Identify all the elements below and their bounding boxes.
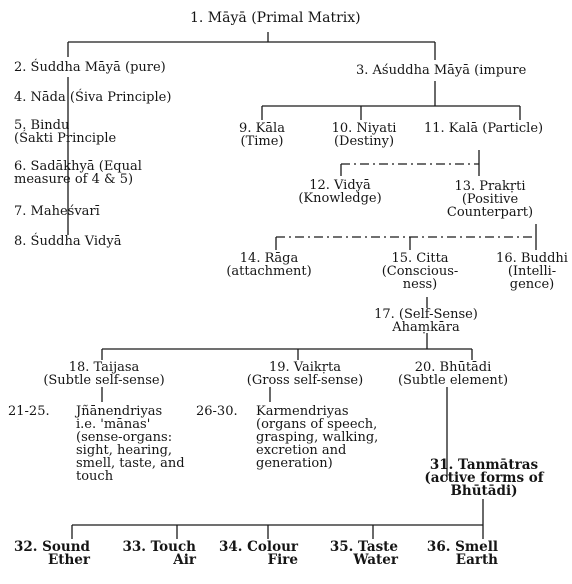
node-raga: 14. Rāga(attachment) [226, 251, 312, 279]
node-asuddha-maya: 3. Aśuddha Māyā (impure [356, 63, 527, 78]
node-mahesvari: 7. Maheśvarī [14, 204, 100, 219]
node-maya: 1. Māyā (Primal Matrix) [190, 10, 361, 26]
node-suddha-vidya: 8. Śuddha Vidyā [14, 234, 122, 249]
node-ahamkara: 17. (Self-Sense)Ahaṃkāra [374, 307, 478, 335]
node-citta: 15. Citta(Conscious-ness) [381, 251, 459, 292]
node-taijasa: 18. Taijasa(Subtle self-sense) [43, 360, 165, 388]
node-suddha-maya: 2. Śuddha Māyā (pure) [14, 60, 166, 75]
node-jnanendriyas-number: 21-25. [8, 404, 50, 419]
node-kala-particle: 11. Kalā (Particle) [424, 121, 544, 136]
node-karmendriyas-number: 26-30. [196, 404, 238, 419]
node-bhutadi: 20. Bhūtādi(Subtle element) [397, 360, 509, 388]
node-bindu: 5. Bindu(Śakti Principle [14, 118, 117, 146]
node-vidya: 12. Vidyā(Knowledge) [298, 178, 382, 206]
node-buddhi: 16. Buddhi(Intelli-gence) [496, 251, 568, 292]
node-kala-time: 9. Kāla(Time) [239, 121, 285, 149]
node-vaikrta: 19. Vaikṛta(Gross self-sense) [246, 360, 364, 388]
node-karmendriyas: Karmendriyas(organs of speech,grasping, … [256, 404, 379, 471]
node-nada: 4. Nāda (Śiva Principle) [14, 90, 172, 105]
node-niyati: 10. Niyati(Destiny) [331, 121, 397, 149]
